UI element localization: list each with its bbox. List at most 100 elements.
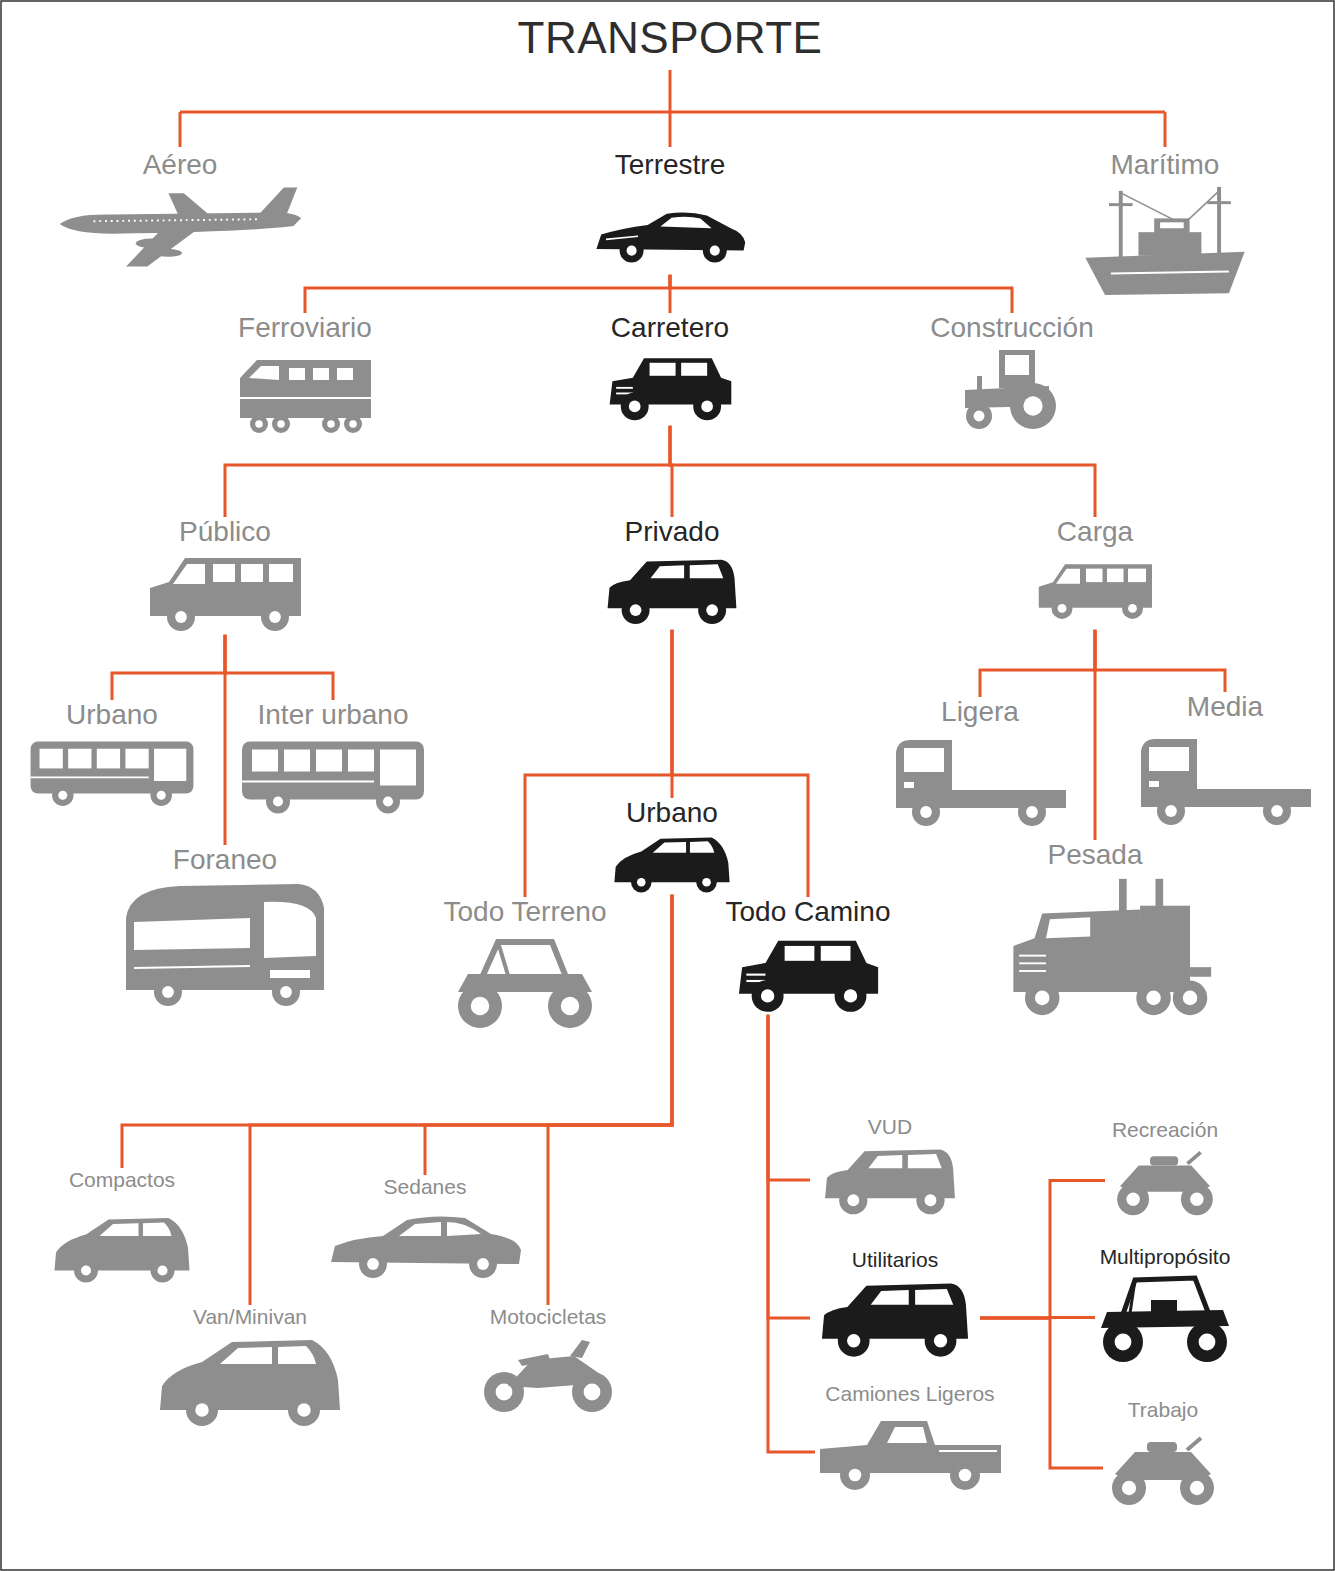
connector-line [670, 426, 1095, 517]
node-label: Pesada [975, 840, 1215, 871]
connector-line [768, 1015, 815, 1452]
connector-line [225, 635, 333, 700]
connector-line [112, 635, 225, 700]
vehicle-icon [55, 183, 305, 271]
title-stem [669, 70, 672, 147]
node-label: Todo Terreno [442, 897, 609, 928]
vehicle-icon [238, 733, 428, 818]
vehicle-icon [145, 550, 305, 635]
vehicle-icon [47, 1193, 197, 1303]
connector-line [1095, 630, 1225, 692]
vehicle-icon [590, 183, 750, 275]
title-bus [180, 111, 1165, 114]
node-label: Foraneo [120, 845, 330, 876]
node-label: Marítimo [1080, 150, 1250, 181]
connector-line [768, 1015, 810, 1180]
node-label: Todo Camino [724, 897, 893, 928]
vehicle-node: Todo Terreno [442, 897, 609, 1030]
node-label: Sedanes [325, 1175, 525, 1198]
vehicle-icon [1035, 550, 1155, 630]
vehicle-node: Pesada [975, 840, 1215, 1021]
vehicle-icon [602, 831, 742, 895]
node-label: Van/Minivan [150, 1305, 350, 1328]
node-label: Recreación [1105, 1118, 1225, 1141]
node-label: Utilitarios [810, 1248, 980, 1271]
vehicle-node: Urbano [602, 798, 742, 895]
vehicle-icon [605, 346, 735, 426]
node-label: Público [145, 517, 305, 548]
vehicle-icon [975, 873, 1215, 1021]
node-label: Ligera [890, 697, 1070, 728]
vehicle-node: Ferroviario [235, 313, 375, 436]
connector-line [1094, 630, 1097, 840]
node-label: Trabajo [1103, 1398, 1223, 1421]
vehicle-icon [120, 878, 330, 1008]
vehicle-icon [815, 1407, 1005, 1497]
node-label: Camiones Ligeros [815, 1382, 1005, 1405]
vehicle-icon [810, 1273, 980, 1363]
vehicle-node: Multipropósito [1095, 1245, 1235, 1365]
vehicle-node: Construcción [928, 313, 1095, 431]
node-label: Media [1135, 692, 1315, 723]
vehicle-icon [150, 1330, 350, 1430]
connector-line [305, 275, 670, 313]
vehicle-icon [890, 730, 1070, 830]
vehicle-icon [1080, 183, 1250, 301]
title-branches [180, 70, 1165, 147]
node-label: Carga [1035, 517, 1155, 548]
vehicle-node: Compactos [47, 1168, 197, 1303]
node-label: Ferroviario [235, 313, 375, 344]
vehicle-node: Utilitarios [810, 1248, 980, 1363]
vehicle-node: Público [145, 517, 305, 635]
vehicle-icon [1135, 725, 1315, 833]
vehicle-icon [1103, 1423, 1223, 1513]
vehicle-node: Camiones Ligeros [815, 1382, 1005, 1497]
node-label: Aéreo [55, 150, 305, 181]
vehicle-node: Carretero [605, 313, 735, 426]
title-drop [179, 112, 182, 147]
connector-line [225, 426, 670, 517]
vehicle-icon [450, 930, 600, 1030]
node-label: Urbano [27, 700, 197, 731]
vehicle-node: Inter urbano [238, 700, 428, 818]
vehicle-node: Todo Camino [724, 897, 893, 1015]
vehicle-icon [478, 1330, 618, 1415]
vehicle-node: Carga [1035, 517, 1155, 630]
vehicle-node: VUD [810, 1115, 970, 1220]
connector-line [122, 895, 672, 1168]
title-drop [1164, 112, 1167, 147]
vehicle-icon [957, 346, 1067, 431]
diagram-title: TRANSPORTE [518, 14, 823, 62]
node-label: Construcción [928, 313, 1095, 344]
node-label: VUD [810, 1115, 970, 1138]
node-label: Carretero [605, 313, 735, 344]
connector-line [980, 630, 1095, 697]
vehicle-icon [810, 1140, 970, 1220]
node-label: Compactos [47, 1168, 197, 1191]
connector-line [224, 635, 227, 845]
vehicle-node: Urbano [27, 700, 197, 811]
node-label: Terrestre [590, 150, 750, 181]
vehicle-icon [325, 1200, 525, 1280]
vehicle-icon [1095, 1270, 1235, 1365]
node-label: Privado [602, 517, 742, 548]
node-label: Inter urbano [238, 700, 428, 731]
vehicle-node: Ligera [890, 697, 1070, 830]
node-label: Motocicletas [478, 1305, 618, 1328]
vehicle-node: Van/Minivan [150, 1305, 350, 1430]
vehicle-node: Sedanes [325, 1175, 525, 1280]
vehicle-icon [602, 550, 742, 630]
vehicle-icon [27, 733, 197, 811]
connector-line [768, 1015, 810, 1318]
vehicle-node: Marítimo [1080, 150, 1250, 301]
vehicle-node: Trabajo [1103, 1398, 1223, 1513]
vehicle-node: Aéreo [55, 150, 305, 271]
connector-line [980, 1181, 1105, 1319]
vehicle-icon [1105, 1143, 1225, 1218]
vehicle-node: Motocicletas [478, 1305, 618, 1415]
node-label: Urbano [602, 798, 742, 829]
vehicle-node: Terrestre [590, 150, 750, 275]
vehicle-node: Media [1135, 692, 1315, 833]
